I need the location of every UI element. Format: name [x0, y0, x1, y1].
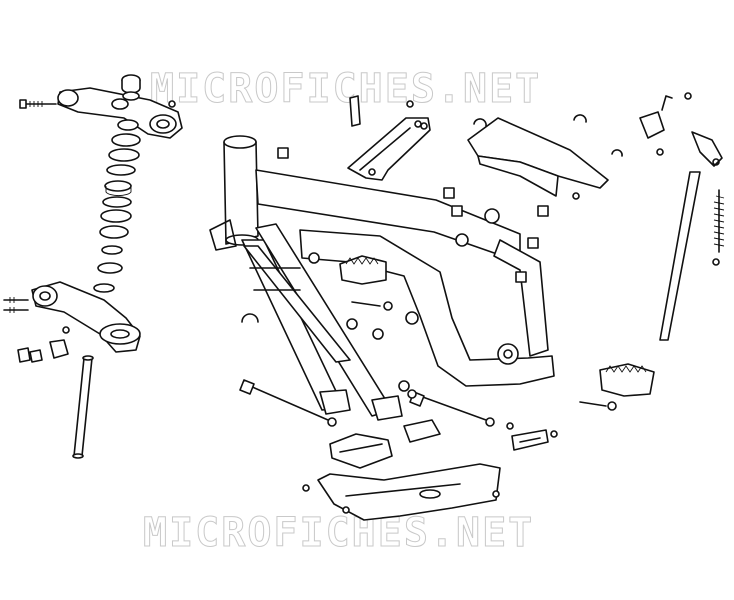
lower-clamp-bolts	[3, 297, 29, 313]
stand-spring	[713, 189, 725, 253]
side-stand-bracket	[639, 95, 673, 139]
skid-plate	[317, 463, 501, 521]
watermark-top: MICROFICHES.NET	[149, 66, 542, 113]
footrest-left	[339, 255, 387, 285]
seat-rail-bracket	[347, 117, 431, 181]
stem-nut	[17, 339, 69, 363]
skid-plate-upper	[329, 433, 393, 469]
footrest-pin	[351, 301, 617, 411]
steering-bearings	[93, 119, 141, 293]
hardware	[62, 92, 720, 514]
side-stand	[659, 131, 723, 341]
swingarm-spindle	[409, 391, 495, 427]
skid-plate-bracket	[511, 429, 549, 451]
steering-stem	[72, 355, 94, 459]
footrest-right	[599, 363, 655, 397]
watermark-bottom: MICROFICHES.NET	[142, 510, 535, 557]
engine-mount-bolt	[239, 379, 337, 427]
top-clamp-bolt	[19, 99, 57, 109]
top-triple-clamp	[57, 87, 183, 139]
rear-mudguard	[467, 117, 609, 197]
skid-plate-clamp	[403, 419, 441, 443]
handlebar-riser	[121, 74, 141, 101]
lower-triple-clamp	[31, 281, 141, 353]
frame	[209, 135, 555, 421]
